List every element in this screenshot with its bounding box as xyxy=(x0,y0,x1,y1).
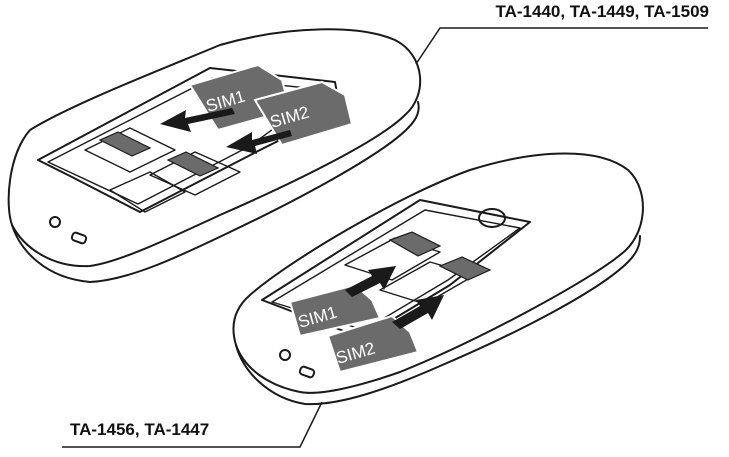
phone-bottom-sim2-contact xyxy=(438,256,492,281)
phone-bottom-arrow-sim1 xyxy=(345,266,396,297)
model-label-top: TA-1440, TA-1449, TA-1509 xyxy=(495,2,709,21)
phone-bottom-sim1-card: SIM1 xyxy=(288,283,382,338)
phone-bottom-sim1-shape xyxy=(288,283,382,338)
phone-top-mic-hole xyxy=(49,216,61,228)
label-bottom-leader xyxy=(62,401,323,448)
phone-top-arrow-sim2 xyxy=(226,130,292,154)
phone-bottom-arrow-sim2 xyxy=(392,295,444,329)
phone-top-edge xyxy=(11,101,420,283)
phone-top-sim2-contact xyxy=(166,151,220,177)
phone-bottom-usb-port xyxy=(298,365,316,379)
phone-top-arrow-sim1 xyxy=(160,108,235,132)
phone-bottom-camera-ring xyxy=(478,208,506,228)
model-label-bottom: TA-1456, TA-1447 xyxy=(70,420,210,439)
phone-top-usb-port xyxy=(70,231,88,245)
phone-top-sim2-card: SIM2 xyxy=(253,80,354,147)
phone-bottom-sim1-contact xyxy=(388,231,442,257)
phone-bottom-sim2-shape xyxy=(326,314,420,374)
phone-bottom-mic-hole xyxy=(279,349,291,361)
phone-bottom-edge xyxy=(235,235,641,406)
phone-top-slot-lower xyxy=(109,171,186,213)
phone-bottom-body xyxy=(232,152,644,394)
phone-bottom xyxy=(232,152,644,406)
phone-top-sim1-contact xyxy=(98,131,152,157)
phone-bottom-sim2-card: SIM2 xyxy=(326,314,420,374)
label-top-leader xyxy=(415,27,708,65)
